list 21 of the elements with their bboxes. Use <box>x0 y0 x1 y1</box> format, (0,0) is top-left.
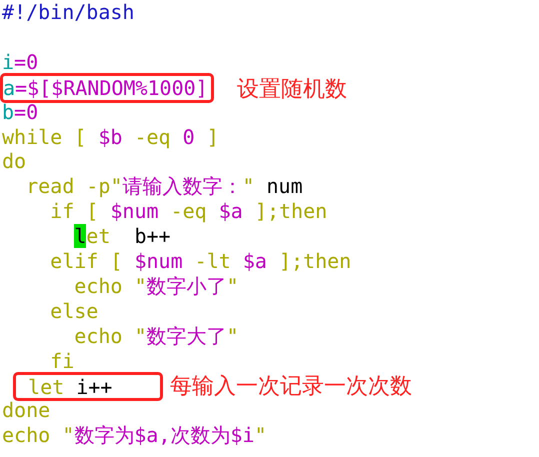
annotation-text: 设置随机数 <box>237 77 347 103</box>
code-line: echo "数字小了" <box>74 274 239 298</box>
code-line: elif [ $num -lt $a ];then <box>50 249 352 273</box>
code-line: i=0 <box>2 50 38 74</box>
code-line: fi <box>50 348 74 373</box>
code-line: let i++ <box>28 375 114 399</box>
highlight-box <box>0 73 214 103</box>
highlight-box <box>13 372 163 401</box>
code-line: while [ $b -eq 0 ] <box>2 124 219 148</box>
code-line: echo "数字为$a,次数为$i" <box>2 423 267 448</box>
code-line: done <box>2 398 50 422</box>
annotation-text: 每输入一次记录一次次数 <box>170 374 412 400</box>
code-line: read -p"请输入数字：" num <box>26 174 303 198</box>
code-line: else <box>50 298 98 323</box>
code-line: b=0 <box>2 100 38 124</box>
code-line: if [ $num -eq $a ];then <box>50 199 328 224</box>
code-line: do <box>2 149 26 174</box>
code-line: #!/bin/bash <box>2 0 134 24</box>
code-line: a=$[$RANDOM%1000] <box>3 76 209 100</box>
code-line: let b++ <box>74 224 171 248</box>
code-line: echo "数字大了" <box>74 324 239 348</box>
